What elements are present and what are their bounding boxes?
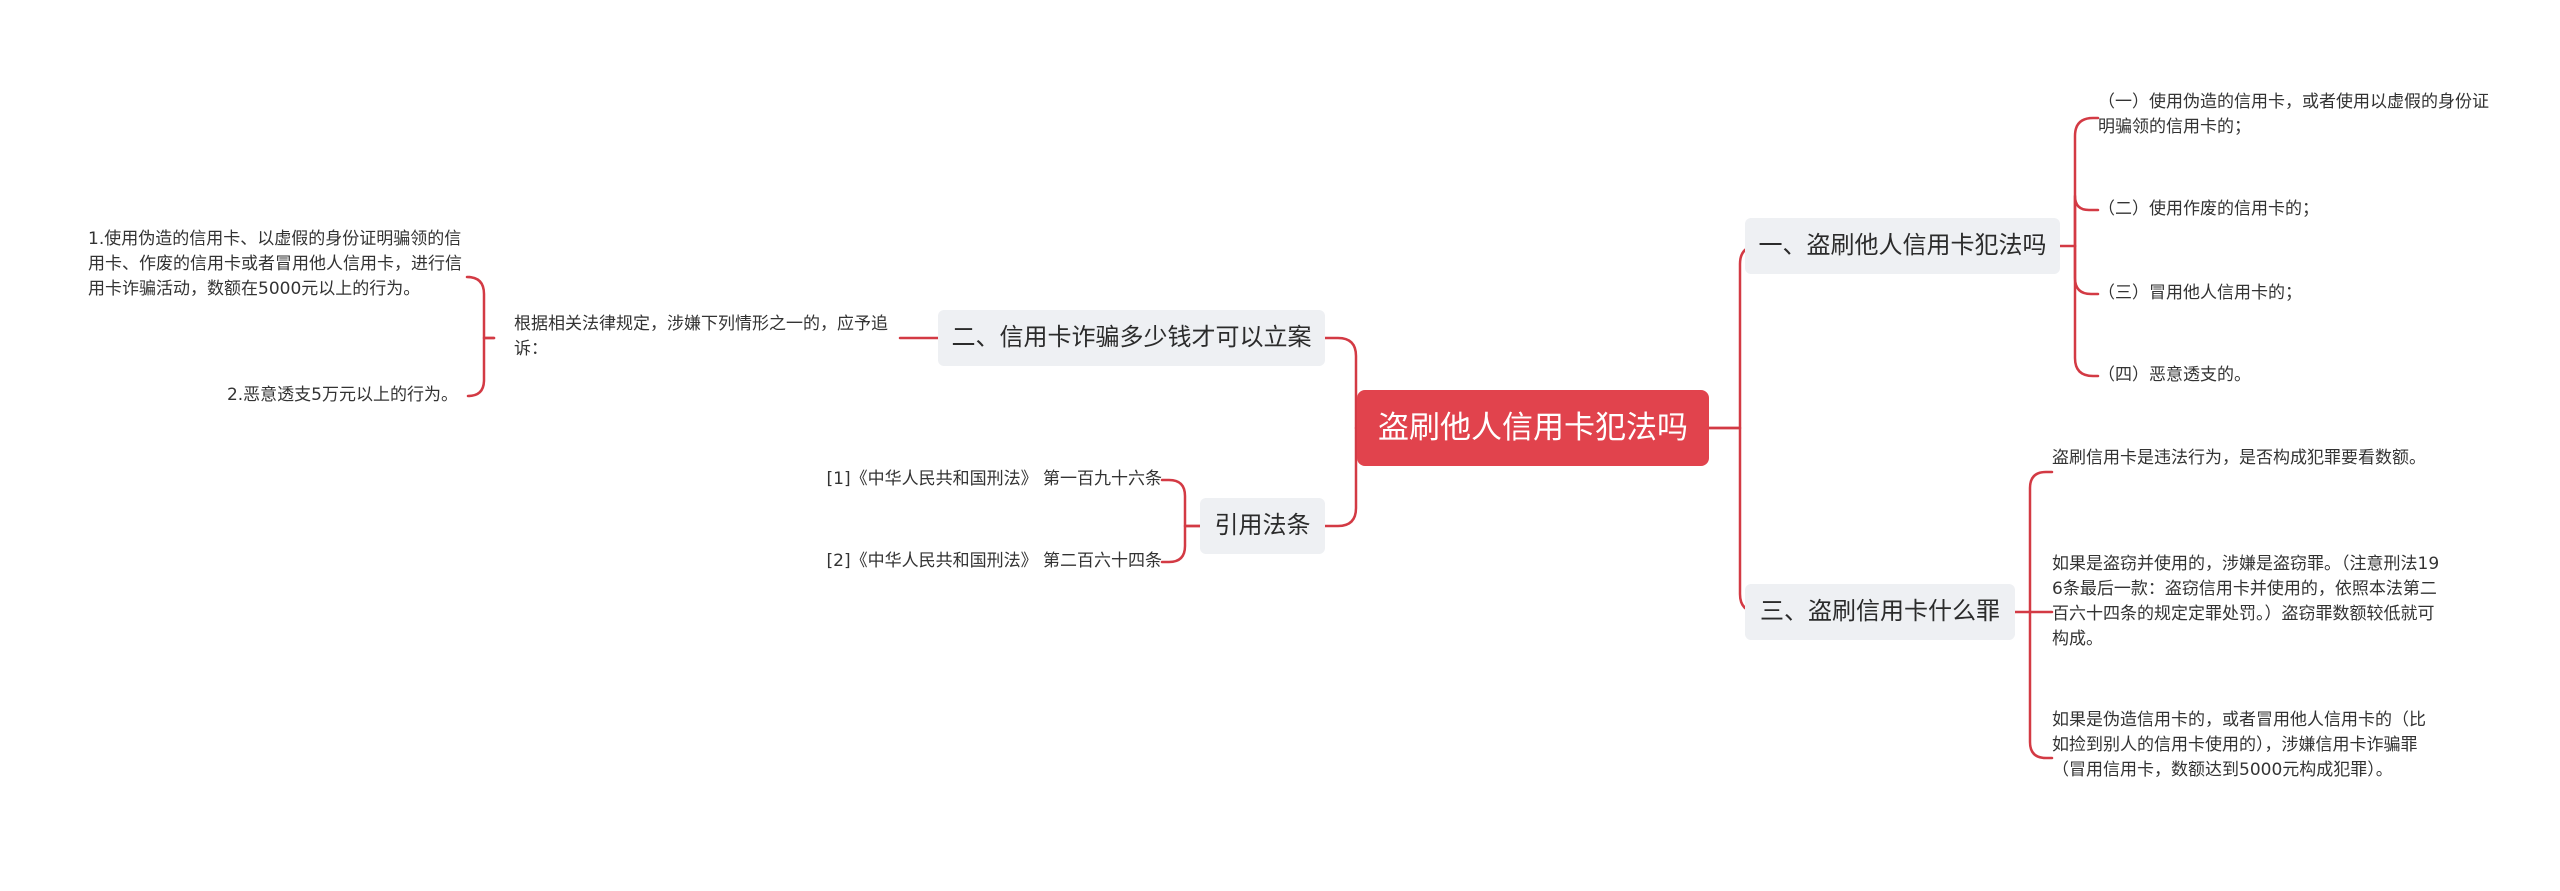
branch-node-b2[interactable]: 二、信用卡诈骗多少钱才可以立案 bbox=[938, 310, 1325, 366]
branch-node-b1[interactable]: 一、盗刷他人信用卡犯法吗 bbox=[1745, 218, 2060, 274]
connector-root-b2 bbox=[1323, 336, 1359, 430]
connector-refs-item1 bbox=[1160, 478, 1202, 528]
leaf-b1-item3[interactable]: （三）冒用他人信用卡的； bbox=[2098, 283, 2302, 303]
leaf-b1-item1[interactable]: （一）使用伪造的信用卡，或者使用以虚假的身份证明骗领的信用卡的； bbox=[2098, 92, 2489, 137]
connector-sub-item2 bbox=[466, 336, 496, 398]
connector-root-refs bbox=[1323, 426, 1359, 528]
leaf-b2-item1[interactable]: 1.使用伪造的信用卡、以虚假的身份证明骗领的信用卡、作废的信用卡或者冒用他人信用… bbox=[88, 229, 462, 299]
leaf-b1-item4[interactable]: （四）恶意透支的。 bbox=[2098, 365, 2251, 385]
connector-b3-item3 bbox=[2028, 610, 2054, 760]
leaf-b3-item1[interactable]: 盗刷信用卡是违法行为，是否构成犯罪要看数额。 bbox=[2052, 448, 2426, 468]
connector-refs-item2 bbox=[1160, 524, 1202, 564]
connector-b3-item1 bbox=[2028, 470, 2054, 614]
leaf-refs-item1[interactable]: [1]《中华人民共和国刑法》 第一百九十六条 bbox=[826, 469, 1162, 489]
connector-b1-item2 bbox=[2073, 194, 2100, 248]
branch-node-b3[interactable]: 三、盗刷信用卡什么罪 bbox=[1745, 584, 2015, 640]
connector-b1-item1 bbox=[2073, 116, 2100, 248]
leaf-b1-item2[interactable]: （二）使用作废的信用卡的； bbox=[2098, 199, 2319, 219]
leaf-refs-item2[interactable]: [2]《中华人民共和国刑法》 第二百六十四条 bbox=[826, 551, 1162, 571]
leaf-b2-sub[interactable]: 根据相关法律规定，涉嫌下列情形之一的，应予追诉： bbox=[514, 314, 888, 359]
connector-b1-item3 bbox=[2073, 244, 2100, 296]
branch-node-refs[interactable]: 引用法条 bbox=[1200, 498, 1325, 554]
root-node[interactable]: 盗刷他人信用卡犯法吗 bbox=[1357, 390, 1709, 466]
connector-b1-item4 bbox=[2073, 244, 2100, 378]
leaf-b2-item2[interactable]: 2.恶意透支5万元以上的行为。 bbox=[226, 385, 458, 405]
leaf-b3-item3[interactable]: 如果是伪造信用卡的，或者冒用他人信用卡的（比如捡到别人的信用卡使用的），涉嫌信用… bbox=[2052, 710, 2426, 780]
connector-sub-item1 bbox=[465, 275, 496, 340]
leaf-b3-item2[interactable]: 如果是盗窃并使用的，涉嫌是盗窃罪。（注意刑法196条最后一款：盗窃信用卡并使用的… bbox=[2052, 554, 2440, 649]
